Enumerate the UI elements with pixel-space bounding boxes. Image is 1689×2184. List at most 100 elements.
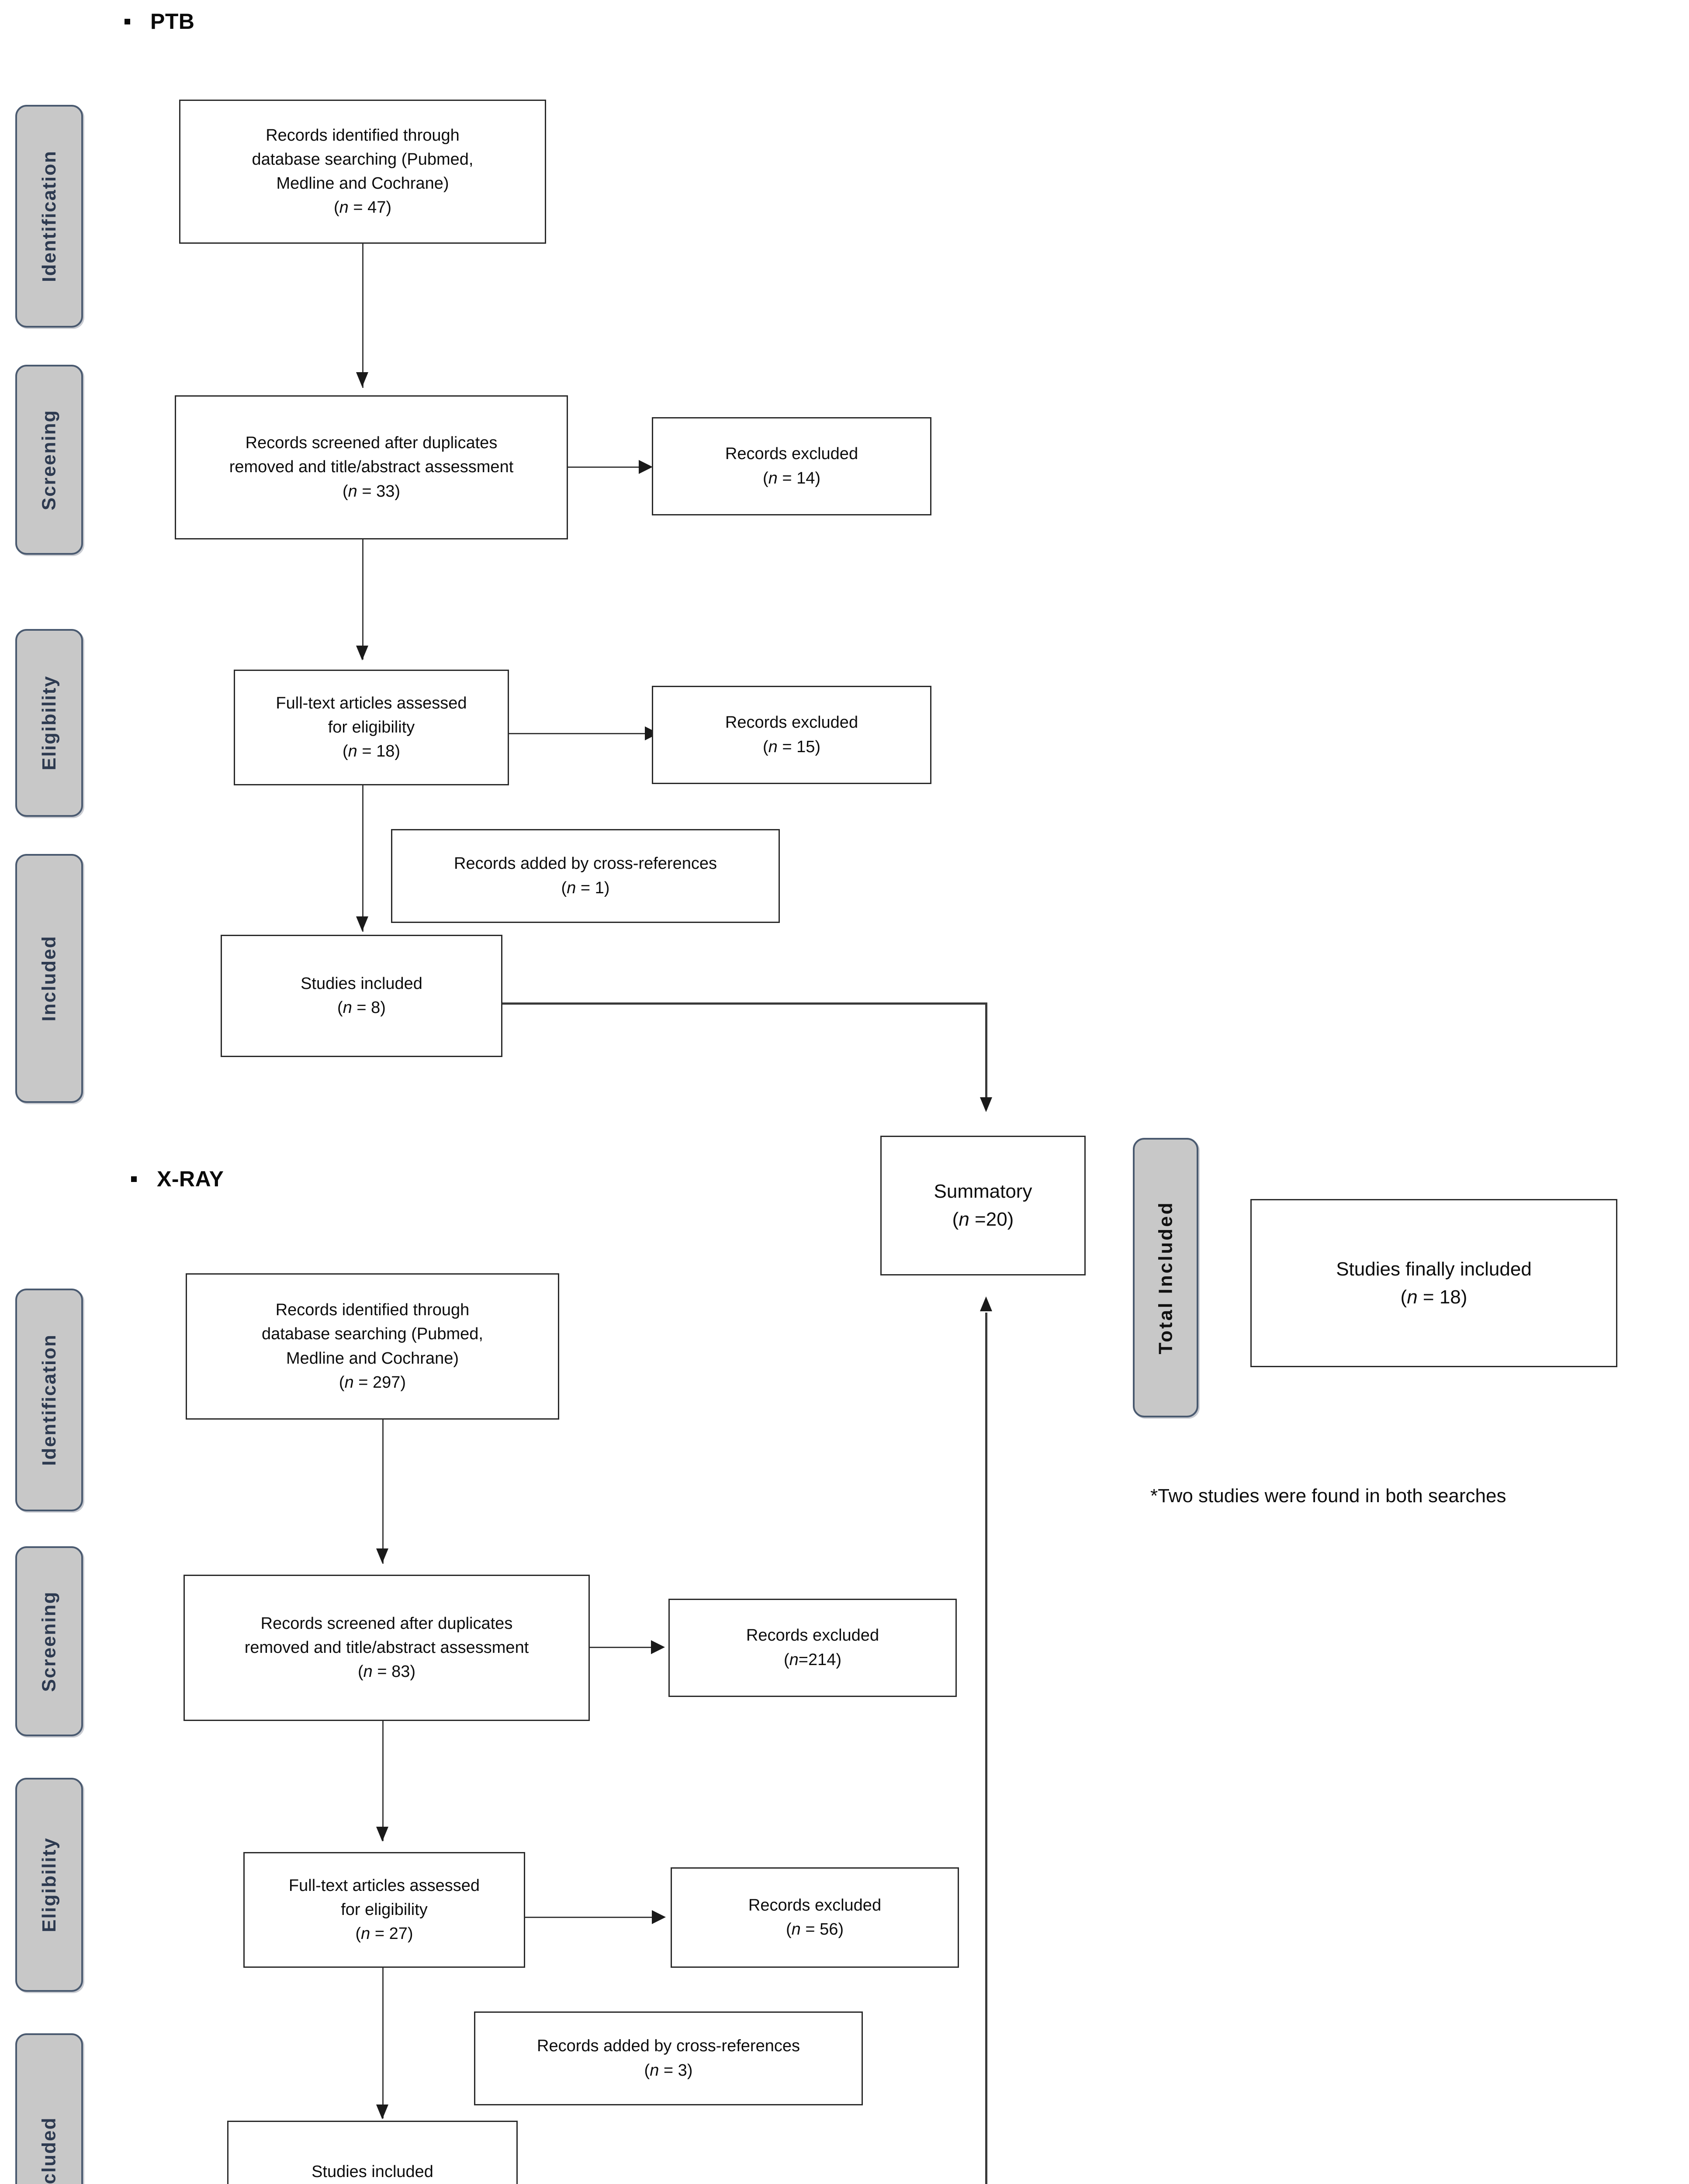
- box-line-2: database searching (Pubmed,: [262, 1325, 483, 1344]
- box-line-1: Records excluded: [725, 713, 858, 732]
- connector-xray-included-to-summatory-v: [985, 1313, 987, 2184]
- box-records-excluded-screening-xray: Records excluded (n=214): [668, 1599, 957, 1697]
- box-line-2: for eligibility: [328, 718, 415, 736]
- stage-label: Screening: [38, 409, 60, 510]
- box-count: (n = 297): [339, 1373, 406, 1392]
- box-count: (n = 83): [357, 1662, 416, 1681]
- box-line-1: Studies included: [311, 2162, 433, 2181]
- box-count: (n = 15): [762, 737, 821, 756]
- arrowhead-down-icon: [356, 646, 368, 660]
- section-heading-ptb: PTB: [125, 9, 195, 34]
- stage-pill-eligibility-ptb: Eligibility: [15, 629, 83, 817]
- arrowhead-down-icon: [376, 2105, 388, 2119]
- stage-label: Screening: [38, 1591, 60, 1692]
- box-count: (n = 47): [333, 198, 392, 217]
- footnote-two-studies: *Two studies were found in both searches: [1150, 1485, 1506, 1507]
- connector-ptb-included-to-summatory-h: [502, 1002, 987, 1005]
- stage-pill-identification-xray: Identification: [15, 1289, 83, 1511]
- box-line-1: Full-text articles assessed: [288, 1876, 480, 1895]
- connector-identified-to-screened-xray: [382, 1420, 384, 1564]
- arrowhead-down-icon: [356, 916, 368, 931]
- box-line-1: Records screened after duplicates: [245, 434, 498, 453]
- box-records-identified-xray: Records identified through database sear…: [186, 1273, 559, 1420]
- box-line-2: for eligibility: [341, 1900, 428, 1919]
- box-cross-references-ptb: Records added by cross-references (n = 1…: [391, 829, 780, 923]
- box-count: (n = 14): [762, 469, 821, 487]
- stage-label: Identification: [38, 150, 60, 282]
- box-records-excluded-eligibility-ptb: Records excluded (n = 15): [652, 686, 931, 784]
- box-line-1: Records identified through: [266, 126, 460, 145]
- box-count: (n = 18): [1400, 1286, 1467, 1308]
- arrowhead-up-icon: [980, 1296, 992, 1311]
- section-heading-xray: X-RAY: [131, 1166, 224, 1192]
- box-line-2: database searching (Pubmed,: [252, 150, 474, 169]
- box-fulltext-assessed-ptb: Full-text articles assessed for eligibil…: [234, 670, 509, 785]
- box-line-1: Records excluded: [725, 445, 858, 463]
- stage-pill-screening-ptb: Screening: [15, 365, 83, 555]
- box-count: (n = 33): [342, 482, 401, 501]
- box-count: (n = 1): [561, 878, 610, 897]
- box-count: (n =20): [952, 1209, 1014, 1230]
- section-heading-xray-label: X-RAY: [157, 1167, 224, 1191]
- box-cross-references-xray: Records added by cross-references (n = 3…: [474, 2011, 863, 2105]
- box-count: (n = 27): [355, 1925, 413, 1943]
- box-line-1: Studies included: [301, 974, 422, 993]
- box-records-excluded-eligibility-xray: Records excluded (n = 56): [671, 1867, 959, 1968]
- stage-pill-screening-xray: Screening: [15, 1546, 83, 1736]
- box-fulltext-assessed-xray: Full-text articles assessed for eligibil…: [243, 1852, 525, 1968]
- stage-label: Identification: [38, 1334, 60, 1466]
- box-count: (n = 8): [337, 999, 386, 1017]
- box-line-1: Records excluded: [746, 1626, 879, 1645]
- box-count: (n = 3): [644, 2061, 693, 2080]
- stage-pill-included-ptb: Included: [15, 854, 83, 1103]
- box-studies-included-xray: Studies included (n = 12): [227, 2121, 518, 2184]
- bullet-icon: [125, 19, 130, 25]
- box-studies-included-ptb: Studies included (n = 8): [221, 935, 502, 1057]
- box-summatory: Summatory (n =20): [880, 1136, 1086, 1275]
- stage-pill-eligibility-xray: Eligibility: [15, 1778, 83, 1992]
- section-heading-ptb-label: PTB: [150, 9, 195, 34]
- connector-screened-to-fulltext-xray: [382, 1721, 384, 1841]
- box-line-1: Summatory: [934, 1181, 1032, 1203]
- arrowhead-down-icon: [980, 1097, 992, 1112]
- box-line-3: Medline and Cochrane): [286, 1349, 459, 1368]
- connector-screened-to-fulltext-ptb: [362, 539, 363, 660]
- box-count: (n = 56): [786, 1920, 844, 1939]
- arrowhead-down-icon: [376, 1548, 388, 1563]
- connector-fulltext-to-included-xray: [382, 1968, 384, 2118]
- box-records-excluded-screening-ptb: Records excluded (n = 14): [652, 417, 931, 515]
- box-count: (n=214): [783, 1650, 842, 1669]
- stage-label: Total Included: [1155, 1201, 1176, 1355]
- arrowhead-right-icon: [651, 1640, 665, 1654]
- box-records-screened-xray: Records screened after duplicates remove…: [183, 1575, 590, 1721]
- connector-identified-to-screened-ptb: [362, 244, 363, 388]
- box-records-screened-ptb: Records screened after duplicates remove…: [175, 395, 568, 539]
- connector-screened-to-excluded-ptb: [568, 467, 642, 468]
- arrowhead-right-icon: [639, 460, 653, 474]
- box-count: (n = 18): [342, 742, 401, 761]
- box-studies-finally-included: Studies finally included (n = 18): [1250, 1199, 1617, 1367]
- connector-screened-to-excluded-xray: [590, 1647, 655, 1648]
- arrowhead-right-icon: [652, 1910, 666, 1924]
- stage-label: Eligibility: [38, 675, 60, 771]
- arrowhead-down-icon: [376, 1827, 388, 1842]
- box-line-1: Records identified through: [275, 1301, 470, 1320]
- arrowhead-down-icon: [356, 372, 368, 387]
- stage-pill-identification-ptb: Identification: [15, 105, 83, 328]
- bullet-icon: [131, 1176, 137, 1182]
- box-line-1: Full-text articles assessed: [276, 694, 467, 712]
- box-line-2: removed and title/abstract assessment: [244, 1638, 529, 1657]
- box-line-1: Studies finally included: [1336, 1258, 1532, 1280]
- box-line-1: Records excluded: [748, 1896, 882, 1914]
- stage-pill-total-included: Total Included: [1133, 1138, 1198, 1417]
- stage-label: Included: [38, 2117, 60, 2184]
- stage-pill-included-xray: Included: [15, 2033, 83, 2184]
- connector-ptb-included-to-summatory-v: [985, 1002, 987, 1109]
- box-line-1: Records added by cross-references: [454, 854, 717, 873]
- box-line-2: removed and title/abstract assessment: [229, 458, 514, 477]
- box-line-1: Records added by cross-references: [537, 2037, 800, 2056]
- box-line-3: Medline and Cochrane): [276, 174, 449, 193]
- connector-fulltext-to-included-ptb: [362, 785, 363, 932]
- box-line-1: Records screened after duplicates: [260, 1614, 513, 1633]
